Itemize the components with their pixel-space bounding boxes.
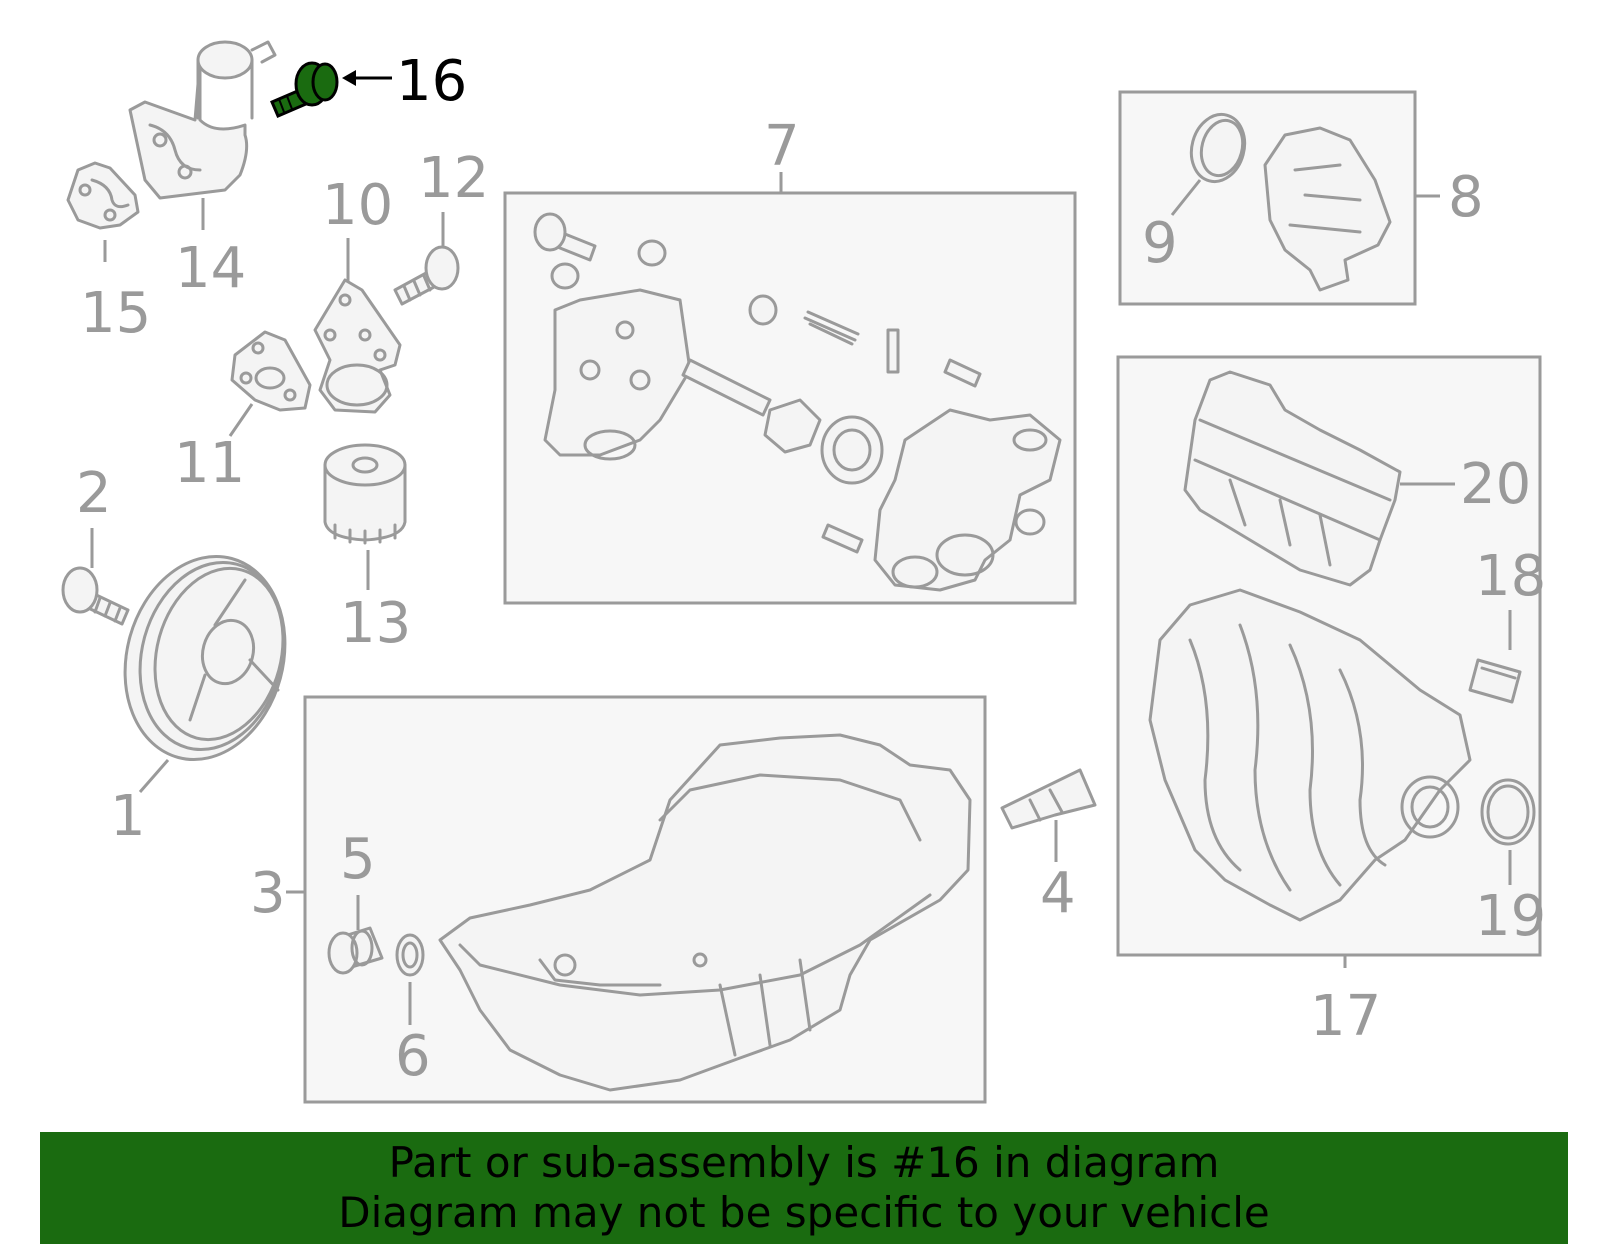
sensor-part-18[interactable] (1468, 658, 1522, 704)
dipstick-tube-part-4[interactable] (1000, 768, 1097, 830)
bolt-part-16[interactable] (270, 61, 339, 118)
callout-15: 15 (80, 281, 151, 346)
callout-9: 9 (1142, 211, 1178, 276)
callout-13: 13 (340, 591, 411, 656)
callout-12: 12 (418, 146, 489, 211)
callout-2: 2 (76, 461, 112, 526)
gasket-part-11[interactable] (230, 330, 312, 412)
callout-19: 19 (1475, 884, 1546, 949)
drain-plug-part-5[interactable] (327, 926, 384, 975)
callout-11: 11 (174, 431, 245, 496)
oil-filter-bracket-part-10[interactable] (313, 278, 402, 414)
throttle-body-part-8[interactable] (1263, 126, 1392, 292)
callout-3: 3 (250, 861, 286, 926)
washer-part-6[interactable] (395, 933, 425, 977)
callout-18: 18 (1475, 544, 1546, 609)
o-ring-part-9[interactable] (1184, 108, 1252, 187)
bolt-part-12[interactable] (393, 245, 460, 306)
info-banner: Part or sub-assembly is #16 in diagram D… (40, 1132, 1568, 1244)
intake-manifold-part-17[interactable] (1148, 588, 1472, 922)
crankshaft-pulley-part-1[interactable] (103, 538, 307, 777)
bolt-part-2[interactable] (61, 566, 130, 626)
o-ring-part-19[interactable] (1480, 778, 1536, 846)
callout-5: 5 (340, 827, 376, 892)
callout-17: 17 (1310, 984, 1381, 1049)
callout-14: 14 (175, 236, 246, 301)
callout-20: 20 (1460, 452, 1531, 517)
callout-1: 1 (110, 784, 146, 849)
engine-cover-part-20[interactable] (1183, 370, 1402, 587)
oil-control-valve-part-14[interactable] (128, 40, 277, 200)
gasket-part-15[interactable] (66, 161, 140, 230)
leader-lines (90, 172, 1512, 1025)
callout-10: 10 (322, 173, 393, 238)
callout-4: 4 (1040, 861, 1076, 926)
callout-6: 6 (395, 1024, 431, 1089)
oil-pan-part-3[interactable] (438, 733, 972, 1092)
oil-filter-part-13[interactable] (323, 443, 407, 545)
callout-16: 16 (396, 49, 467, 114)
callout-8: 8 (1448, 165, 1484, 230)
banner-line-2: Diagram may not be specific to your vehi… (338, 1188, 1270, 1237)
banner-line-1: Part or sub-assembly is #16 in diagram (388, 1138, 1220, 1187)
callout-7: 7 (764, 114, 800, 179)
oil-pump-assembly-part-7[interactable] (533, 212, 1062, 592)
